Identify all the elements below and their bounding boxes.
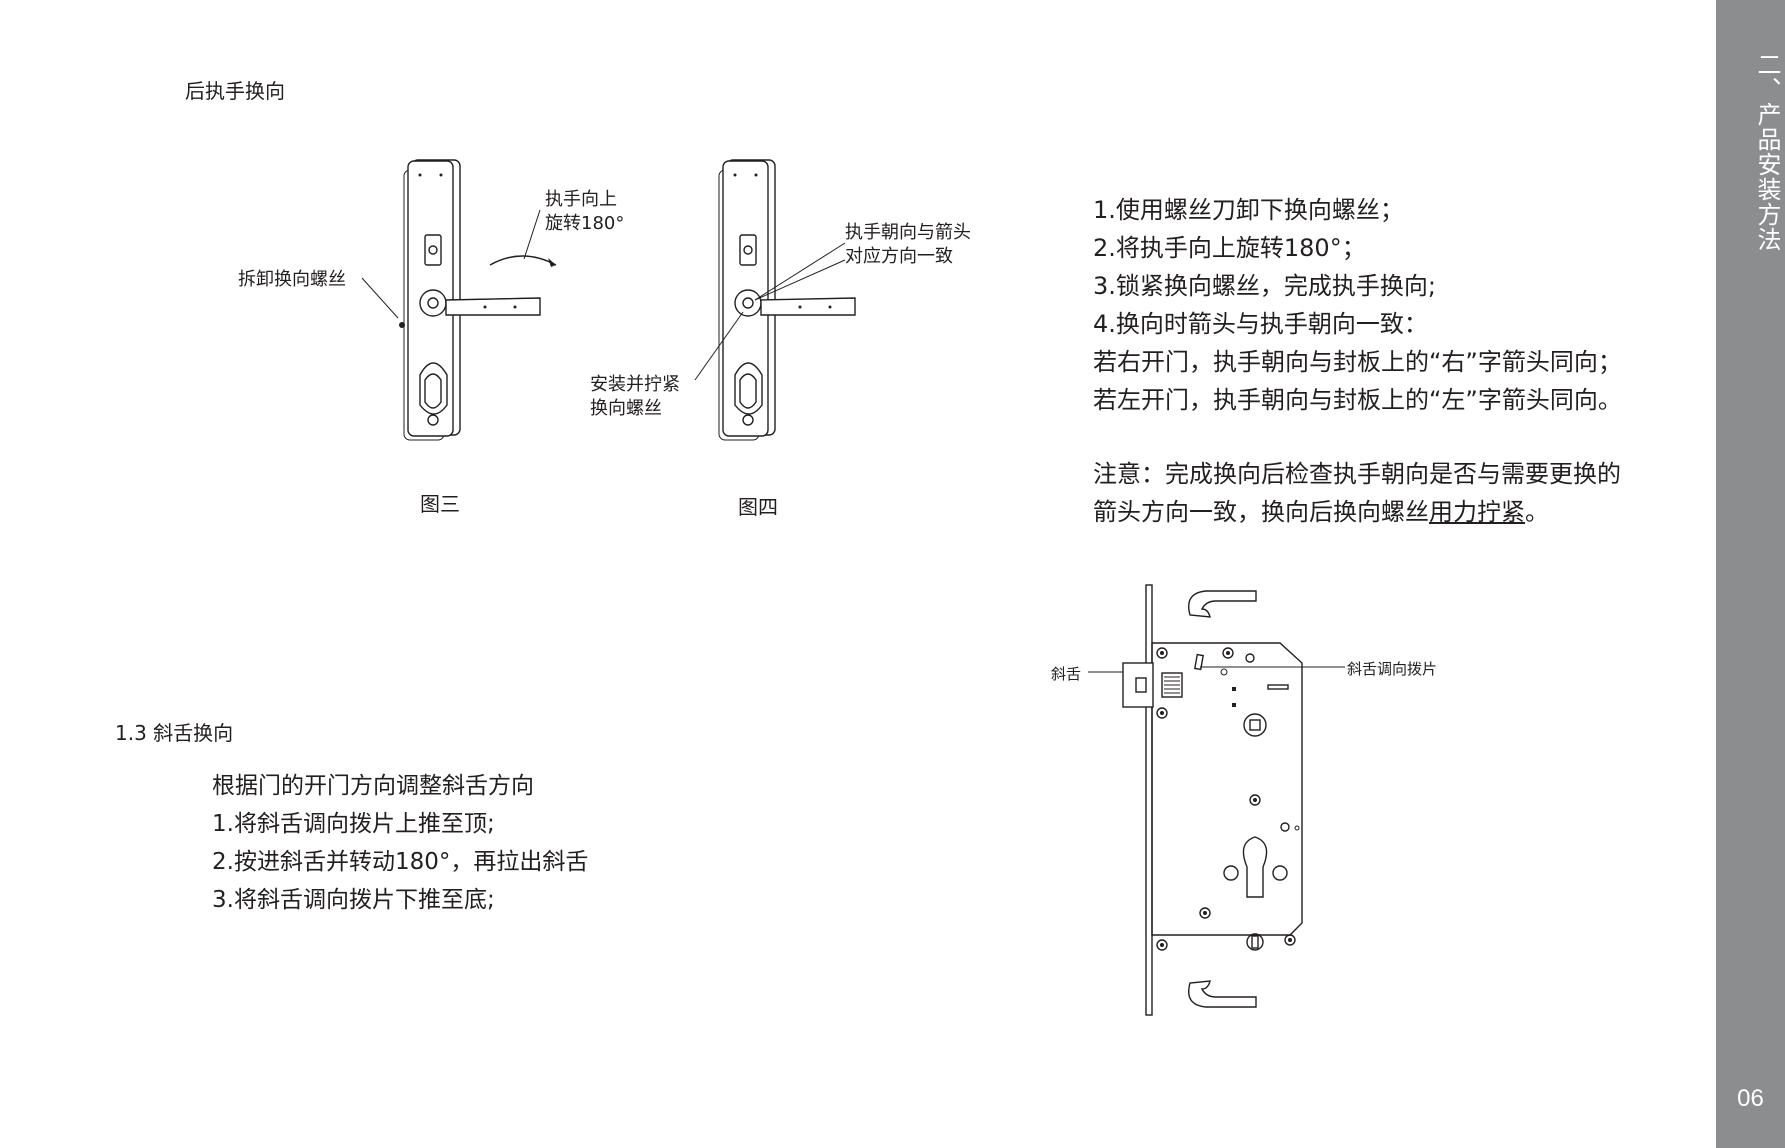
- page-number: 06: [1737, 1085, 1764, 1112]
- instruction-steps: 1.使用螺丝刀卸下换向螺丝； 2.将执手向上旋转180°； 3.锁紧换向螺丝，完…: [1093, 191, 1622, 419]
- note-line-2: 箭头方向一致，换向后换向螺丝用力拧紧。: [1093, 493, 1621, 531]
- annotation-install-line2: 换向螺丝: [590, 398, 662, 419]
- latch-line-3: 3.将斜舌调向拨片下推至底;: [212, 887, 495, 913]
- annotation-direction-line2: 对应方向一致: [845, 246, 953, 267]
- annotation-rotate-line2: 旋转180°: [545, 213, 625, 234]
- label-latch: 斜舌: [1051, 665, 1082, 683]
- section-title-latch-reversal: 1.3 斜舌换向: [115, 721, 234, 745]
- section-title-handle-reversal: 后执手换向: [185, 79, 285, 103]
- annotation-install-line1: 安装并拧紧: [590, 374, 680, 395]
- figure4-label: 图四: [738, 495, 778, 519]
- latch-line-intro: 根据门的开门方向调整斜舌方向: [212, 773, 534, 799]
- step-left-door: 若左开门，执手朝向与封板上的“左”字箭头同向。: [1093, 386, 1622, 414]
- figure4-handle-drawing: [694, 159, 856, 441]
- figure3-label: 图三: [420, 492, 460, 516]
- annotation-rotate-line1: 执手向上: [545, 189, 617, 210]
- note-line-1: 注意：完成换向后检查执手朝向是否与需要更换的: [1093, 460, 1621, 488]
- label-latch-lever: 斜舌调向拨片: [1347, 660, 1438, 678]
- annotation-direction-line1: 执手朝向与箭头: [845, 222, 971, 243]
- sidebar: 二、产品安装方法 06: [1716, 0, 1785, 1148]
- annotation-direction: 执手朝向与箭头 对应方向一致: [845, 221, 971, 269]
- lock-body-drawing: [1088, 584, 1345, 1016]
- note-suffix: 。: [1525, 498, 1549, 526]
- step-1: 1.使用螺丝刀卸下换向螺丝；: [1093, 196, 1404, 224]
- annotation-remove-screw: 拆卸换向螺丝: [238, 269, 346, 290]
- latch-line-2: 2.按进斜舌并转动180°，再拉出斜舌: [212, 849, 589, 875]
- step-2: 2.将执手向上旋转180°；: [1093, 234, 1366, 262]
- step-3: 3.锁紧换向螺丝，完成执手换向;: [1093, 272, 1436, 300]
- instruction-note: 注意：完成换向后检查执手朝向是否与需要更换的 箭头方向一致，换向后换向螺丝用力拧…: [1093, 455, 1621, 531]
- step-right-door: 若右开门，执手朝向与封板上的“右”字箭头同向；: [1093, 348, 1622, 376]
- step-4: 4.换向时箭头与执手朝向一致：: [1093, 310, 1428, 338]
- latch-line-1: 1.将斜舌调向拨片上推至顶;: [212, 811, 495, 837]
- annotation-rotate: 执手向上 旋转180°: [545, 188, 624, 236]
- note-emphasis: 用力拧紧: [1429, 498, 1525, 526]
- latch-instructions: 根据门的开门方向调整斜舌方向 1.将斜舌调向拨片上推至顶; 2.按进斜舌并转动1…: [212, 767, 588, 919]
- figure3-handle-drawing: [361, 159, 557, 441]
- annotation-install-screw: 安装并拧紧 换向螺丝: [590, 373, 680, 421]
- note-prefix: 箭头方向一致，换向后换向螺丝: [1093, 498, 1429, 526]
- sidebar-section-title: 二、产品安装方法: [1753, 52, 1781, 252]
